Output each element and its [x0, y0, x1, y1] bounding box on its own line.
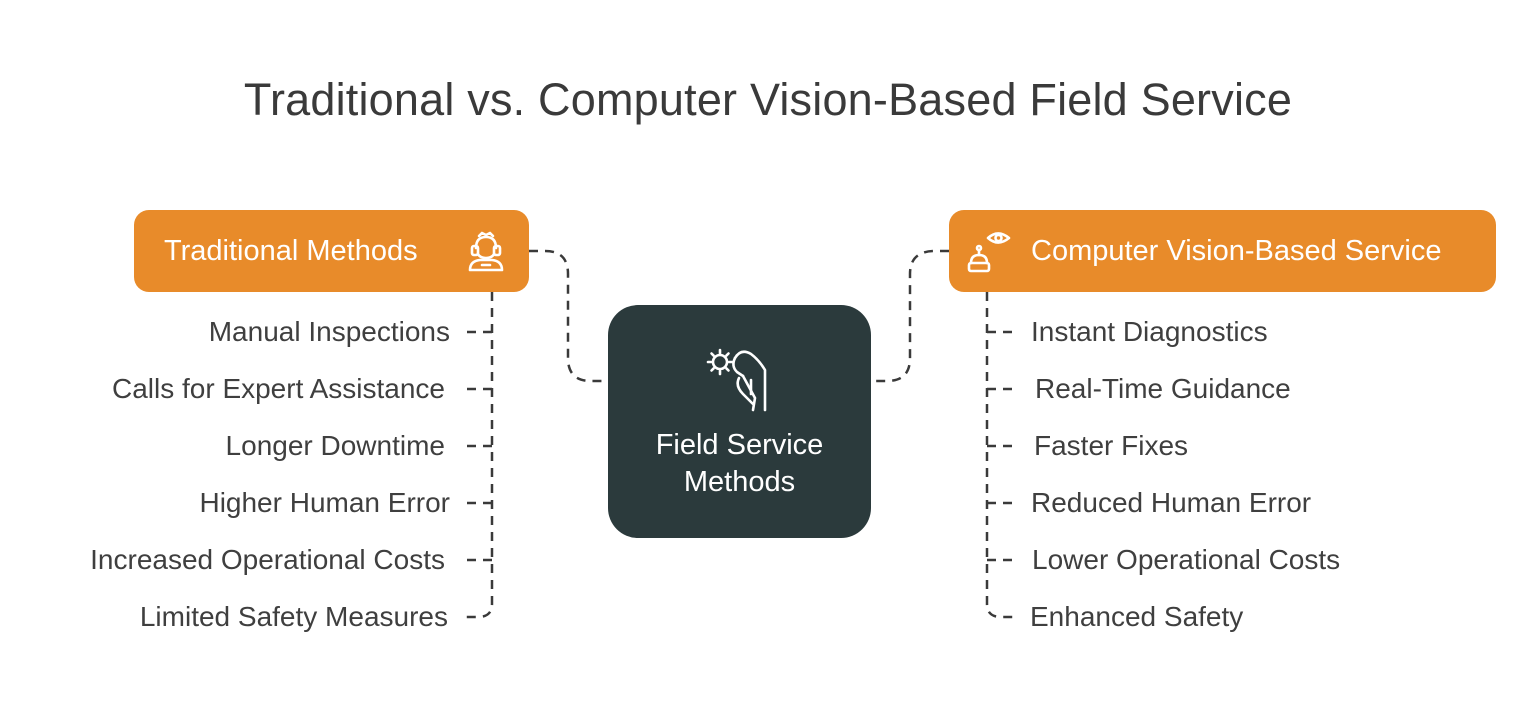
- computer-vision-service-header: Computer Vision-Based Service: [949, 210, 1496, 292]
- list-item: Instant Diagnostics: [1031, 316, 1268, 347]
- list-item: Calls for Expert Assistance: [111, 373, 445, 404]
- robot-eye-icon: [967, 232, 1011, 273]
- left-spine: [465, 292, 494, 619]
- computer-vision-service-label: Computer Vision-Based Service: [1031, 234, 1442, 267]
- center-label-line2: Methods: [683, 466, 796, 498]
- traditional-methods-label: Traditional Methods: [164, 234, 418, 267]
- list-item: Reduced Human Error: [1031, 487, 1312, 518]
- center-label-line1: Field Service: [655, 429, 824, 461]
- list-item: Faster Fixes: [1034, 430, 1189, 461]
- right-spine: [985, 292, 1014, 619]
- list-item: Limited Safety Measures: [139, 601, 448, 632]
- list-item: Longer Downtime: [225, 430, 445, 461]
- connector-right-to-center: [871, 249, 949, 383]
- technician-headset-icon: [468, 231, 504, 272]
- hand-gear-icon: [706, 348, 767, 412]
- diagram-title: Traditional vs. Computer Vision-Based Fi…: [243, 74, 1293, 125]
- list-item: Enhanced Safety: [1030, 601, 1244, 632]
- list-item: Real-Time Guidance: [1035, 373, 1291, 404]
- connector-left-to-center: [529, 249, 608, 383]
- traditional-methods-header: Traditional Methods: [134, 210, 529, 292]
- list-item: Higher Human Error: [199, 487, 450, 518]
- field-service-methods-box: Field Service Methods: [608, 305, 871, 538]
- list-item: Increased Operational Costs: [90, 544, 445, 575]
- field-service-methods-label: Field Service Methods: [608, 427, 871, 501]
- list-item: Lower Operational Costs: [1032, 544, 1341, 575]
- list-item: Manual Inspections: [208, 316, 450, 347]
